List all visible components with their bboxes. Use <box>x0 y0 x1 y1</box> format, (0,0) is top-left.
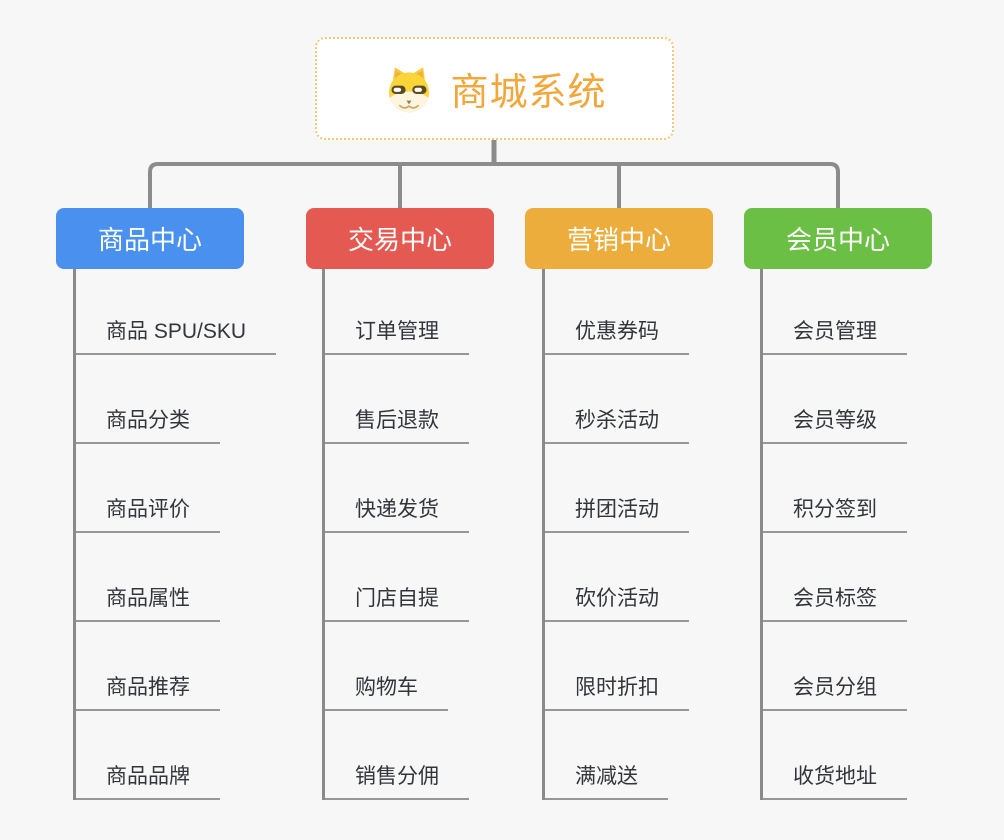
leaf-node[interactable]: 商品属性 <box>76 533 220 622</box>
root-title: 商城系统 <box>450 72 607 114</box>
branch-trade-items: 订单管理 售后退款 快递发货 门店自提 购物车 销售分佣 <box>322 266 469 800</box>
leaf-node[interactable]: 订单管理 <box>325 266 469 355</box>
branch-label: 交易中心 <box>347 225 452 255</box>
branch-label: 商品中心 <box>97 225 202 255</box>
leaf-node[interactable]: 购物车 <box>325 622 448 711</box>
branch-marketing-center[interactable]: 营销中心 <box>525 208 713 269</box>
branch-marketing-items: 优惠券码 秒杀活动 拼团活动 砍价活动 限时折扣 满减送 <box>542 266 689 800</box>
leaf-node[interactable]: 商品 SPU/SKU <box>76 266 277 355</box>
leaf-node[interactable]: 快递发货 <box>325 444 469 533</box>
leaf-node[interactable]: 会员等级 <box>763 355 907 444</box>
leaf-node[interactable]: 会员管理 <box>763 266 907 355</box>
leaf-node[interactable]: 砍价活动 <box>545 533 689 622</box>
leaf-node[interactable]: 收货地址 <box>763 711 907 800</box>
leaf-node[interactable]: 秒杀活动 <box>545 355 689 444</box>
branch-product-center[interactable]: 商品中心 <box>56 208 244 269</box>
leaf-node[interactable]: 商品推荐 <box>76 622 220 711</box>
dog-mascot-icon <box>389 66 430 112</box>
leaf-node[interactable]: 商品品牌 <box>76 711 220 800</box>
branch-member-items: 会员管理 会员等级 积分签到 会员标签 会员分组 收货地址 <box>760 266 907 800</box>
branch-product-items: 商品 SPU/SKU 商品分类 商品评价 商品属性 商品推荐 商品品牌 <box>73 266 277 800</box>
leaf-node[interactable]: 销售分佣 <box>325 711 469 800</box>
leaf-node[interactable]: 满减送 <box>545 711 668 800</box>
leaf-node[interactable]: 拼团活动 <box>545 444 689 533</box>
leaf-node[interactable]: 商品评价 <box>76 444 220 533</box>
leaf-node[interactable]: 门店自提 <box>325 533 469 622</box>
branch-label: 营销中心 <box>566 225 671 255</box>
leaf-node[interactable]: 商品分类 <box>76 355 220 444</box>
branch-trade-center[interactable]: 交易中心 <box>306 208 494 269</box>
leaf-node[interactable]: 会员分组 <box>763 622 907 711</box>
leaf-node[interactable]: 优惠券码 <box>545 266 689 355</box>
leaf-node[interactable]: 售后退款 <box>325 355 469 444</box>
root-node[interactable]: 商城系统 <box>315 37 674 140</box>
leaf-node[interactable]: 积分签到 <box>763 444 907 533</box>
leaf-node[interactable]: 限时折扣 <box>545 622 689 711</box>
leaf-node[interactable]: 会员标签 <box>763 533 907 622</box>
branch-label: 会员中心 <box>785 225 890 255</box>
branch-member-center[interactable]: 会员中心 <box>744 208 932 269</box>
